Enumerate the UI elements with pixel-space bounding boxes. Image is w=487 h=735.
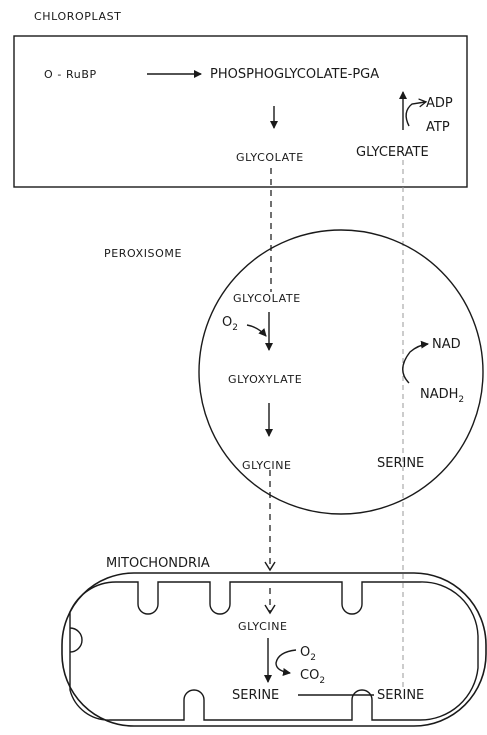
nadh2-label: NADH2 — [420, 387, 464, 405]
chloroplast-label: CHLOROPLAST — [34, 10, 122, 23]
o2-input-arrow — [247, 325, 266, 336]
adp-label: ADP — [426, 96, 453, 111]
mitochondria-serine-right-label: SERINE — [377, 688, 424, 703]
mitochondria-outer-membrane — [62, 573, 486, 726]
atp-label: ATP — [426, 120, 450, 135]
o2-co2-exchange-arrow — [276, 650, 296, 673]
peroxisome-serine-label: SERINE — [377, 456, 424, 471]
o-rubp-label: O - RuBP — [44, 68, 97, 81]
mitochondria-label: MITOCHONDRIA — [106, 556, 210, 571]
nadh2-to-nad-arrow — [403, 344, 428, 383]
phosphoglycolate-pga-label: PHOSPHOGLYCOLATE-PGA — [210, 67, 379, 82]
atp-to-adp-arrow — [406, 102, 425, 126]
mitochondria-left-crista — [70, 628, 82, 652]
glyoxylate-label: GLYOXYLATE — [228, 373, 302, 386]
peroxisome-glycine-label: GLYCINE — [242, 459, 292, 472]
chloroplast-glycolate-label: GLYCOLATE — [236, 151, 304, 164]
chloroplast-box — [14, 36, 467, 187]
peroxisome-o2-label: O2 — [222, 315, 238, 333]
mitochondria-glycine-entry-arrowhead — [265, 605, 275, 613]
mitochondria-o2-label: O2 — [300, 645, 316, 663]
mitochondria-glycine-label: GLYCINE — [238, 620, 288, 633]
mitochondria-serine-left-label: SERINE — [232, 688, 279, 703]
mitochondria-co2-label: CO2 — [300, 668, 325, 686]
peroxisome-label: PEROXISOME — [104, 247, 182, 260]
nad-label: NAD — [432, 337, 461, 352]
glycerate-label: GLYCERATE — [356, 145, 429, 160]
peroxisome-glycolate-label: GLYCOLATE — [233, 292, 301, 305]
